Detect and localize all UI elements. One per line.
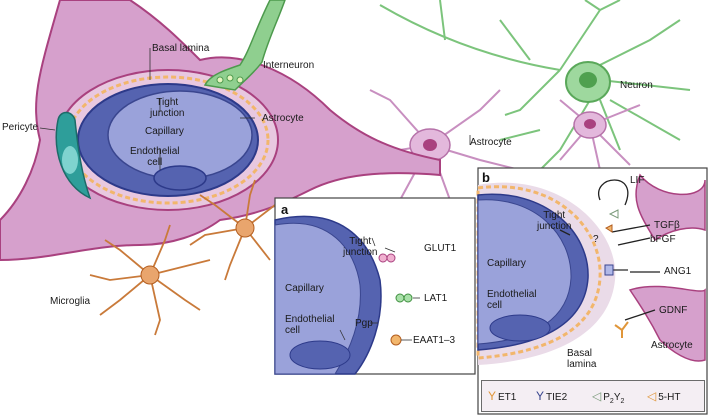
label-astrocyte: Astrocyte bbox=[262, 113, 304, 124]
panel-b-lif: LIF bbox=[630, 175, 645, 186]
panel-b-ang1: ANG1 bbox=[664, 266, 692, 277]
vesicle-2 bbox=[226, 74, 234, 82]
label-pericyte: Pericyte bbox=[2, 122, 39, 133]
label-astrocyte-2: Astrocyte bbox=[470, 137, 512, 148]
panel-b-gdnf: GDNF bbox=[659, 305, 688, 316]
astrocyte-2-nucleus bbox=[423, 139, 437, 151]
5ht-icon: ◁ bbox=[647, 389, 657, 403]
label-basal-lamina: Basal lamina bbox=[152, 43, 210, 54]
neuron-nucleus bbox=[579, 72, 597, 88]
panel-a-tag: a bbox=[281, 202, 289, 217]
panel-a-tight-junction: Tight junction bbox=[343, 236, 378, 258]
pericyte-nucleus bbox=[62, 146, 78, 174]
panel-a-capillary: Capillary bbox=[285, 283, 324, 294]
panel-b bbox=[476, 167, 708, 415]
panel-b-bfgf: bFGF bbox=[650, 234, 676, 245]
et1-icon: Y bbox=[488, 389, 497, 403]
legend-tie2-label: TIE2 bbox=[546, 392, 568, 403]
label-interneuron: Interneuron bbox=[263, 60, 315, 71]
endothelial-nucleus bbox=[153, 165, 207, 191]
panel-a-eaat: EAAT1–3 bbox=[413, 335, 456, 346]
panel-b-tag: b bbox=[482, 170, 490, 185]
panel-b-capillary: Capillary bbox=[487, 258, 526, 269]
legend-p2y2: ◁P2Y2 bbox=[592, 389, 624, 405]
leader-lines bbox=[39, 48, 471, 170]
panel-b-astrocyte: Astrocyte bbox=[651, 340, 693, 351]
legend-p2y2-y: Y bbox=[613, 392, 621, 403]
neuron-cell bbox=[379, 0, 691, 171]
interneuron bbox=[203, 0, 286, 91]
legend-p2y2-p: P bbox=[603, 392, 610, 403]
panel-a-pgp: Pgp bbox=[355, 318, 373, 329]
microglia-left bbox=[89, 224, 211, 336]
small-astrocyte-nucleus bbox=[584, 119, 596, 129]
legend-5ht: ◁5-HT bbox=[647, 389, 680, 403]
legend-5ht-label: 5-HT bbox=[658, 392, 681, 403]
legend-et1-label: ET1 bbox=[498, 392, 517, 403]
panel-a-endothelial-cell: Endothelial cell bbox=[285, 314, 335, 336]
label-tight-junction: Tight junction bbox=[150, 97, 185, 119]
label-neuron: Neuron bbox=[620, 80, 653, 91]
microglia-left-body bbox=[140, 265, 160, 285]
vesicle-3 bbox=[236, 76, 244, 84]
small-astrocyte bbox=[559, 99, 641, 171]
panel-a bbox=[274, 197, 476, 375]
label-endothelial-cell: Endothelial cell bbox=[130, 146, 180, 168]
vesicle-1 bbox=[216, 76, 224, 84]
label-capillary: Capillary bbox=[145, 126, 184, 137]
label-microglia: Microglia bbox=[50, 296, 91, 307]
panel-b-basal-lamina: Basal lamina bbox=[567, 348, 597, 370]
legend-p2y2-sub2: 2 bbox=[620, 398, 625, 405]
p2y2-icon: ◁ bbox=[592, 389, 602, 403]
panel-b-tight-junction: Tight junction bbox=[537, 210, 572, 232]
panel-a-glut1: GLUT1 bbox=[424, 243, 457, 254]
legend-p2y2-sub1: 2 bbox=[609, 398, 614, 405]
panel-b-endothelial-cell: Endothelial cell bbox=[487, 289, 537, 311]
panel-a-lat1: LAT1 bbox=[424, 293, 448, 304]
tie2-icon: Y bbox=[536, 389, 545, 403]
panel-b-tgfb: TGFβ bbox=[654, 220, 680, 231]
microglia-right-body bbox=[235, 218, 255, 238]
panel-b-question: ? bbox=[593, 234, 599, 245]
